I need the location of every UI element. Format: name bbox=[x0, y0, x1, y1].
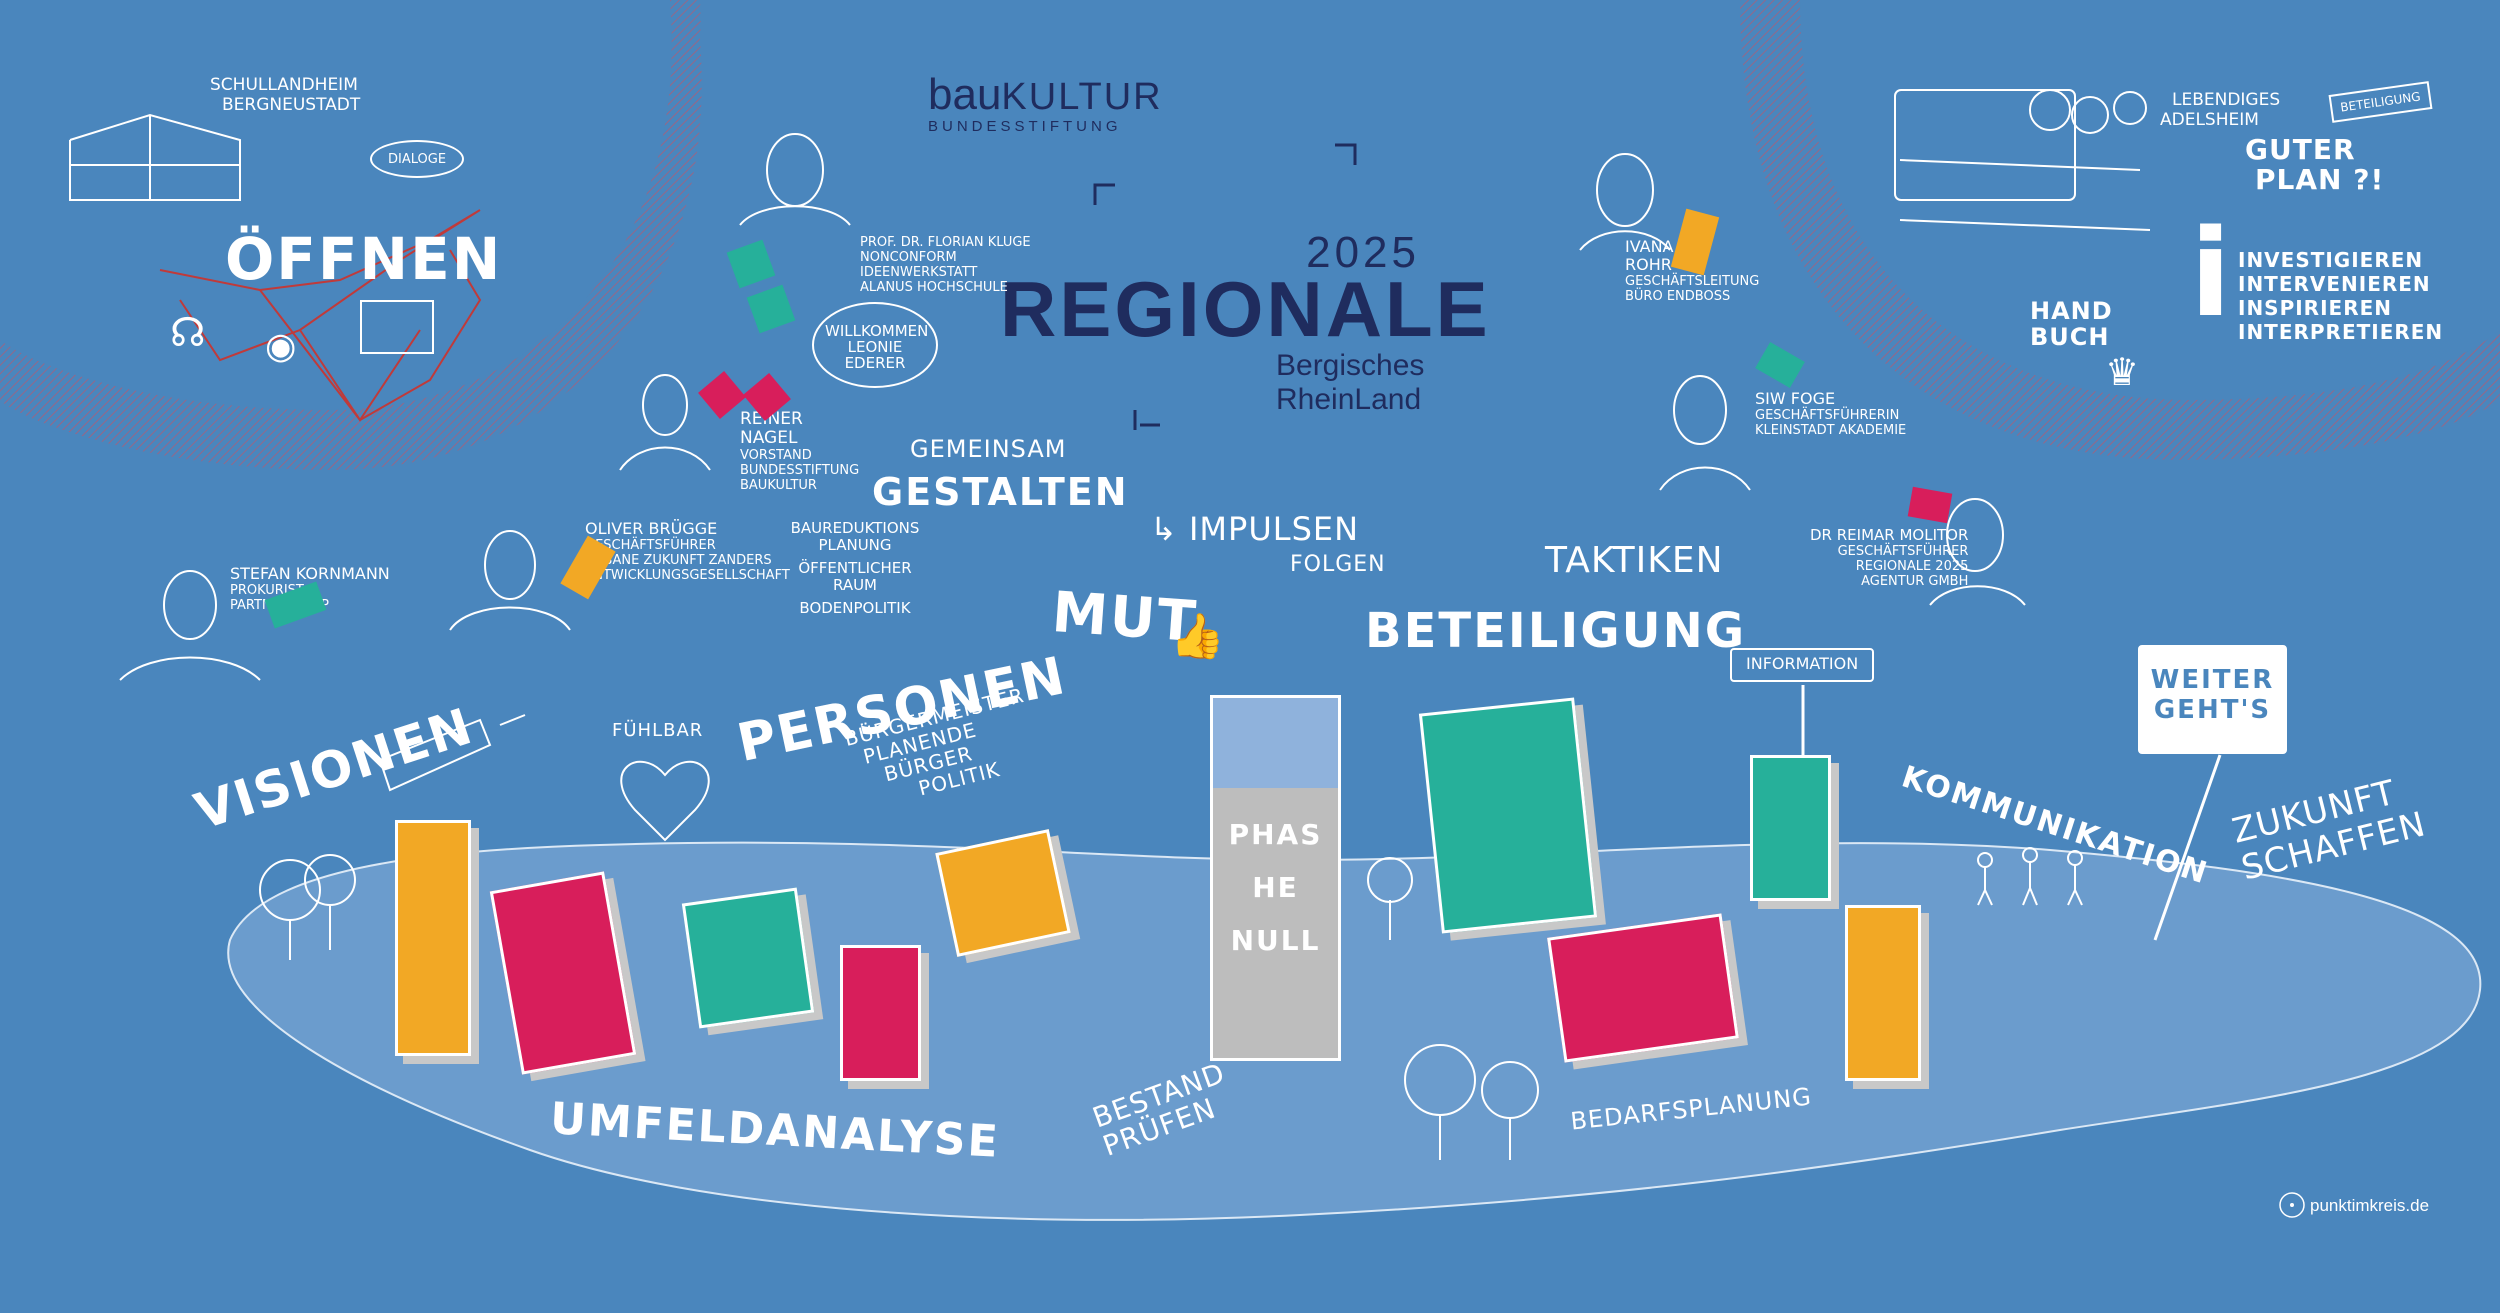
word-gemeinsam: GEMEINSAM bbox=[910, 435, 1067, 463]
thumbs-up-icon: 👍 bbox=[1170, 612, 1225, 661]
punktimkreis-logo bbox=[2279, 1192, 2305, 1218]
information-sign: INFORMATION bbox=[1730, 648, 1875, 682]
speaker-molitor: DR REIMAR MOLITOR GESCHÄFTSFÜHRER REGION… bbox=[1810, 526, 1969, 590]
window-icon bbox=[360, 300, 434, 354]
trees bbox=[259, 854, 1539, 1160]
regionale-title: REGIONALE bbox=[1000, 265, 1491, 353]
tower-top bbox=[1213, 698, 1338, 788]
stick-figures bbox=[1977, 847, 2083, 906]
i-list: INVESTIGIEREN INTERVENIEREN INSPIRIEREN … bbox=[2238, 248, 2444, 344]
letter-block-n bbox=[1418, 697, 1598, 934]
ear-icon: ☊ bbox=[170, 311, 206, 355]
word-gestalten: GESTALTEN bbox=[872, 470, 1129, 514]
credit[interactable]: punktimkreis.de bbox=[2310, 1196, 2430, 1215]
corner-brackets bbox=[1093, 143, 1357, 430]
right-inner-circle bbox=[1800, 0, 2500, 400]
arrow-icon: ↳ bbox=[1150, 510, 1189, 548]
regionale-region-1: Bergisches bbox=[1276, 349, 1425, 382]
letter-block-u bbox=[1547, 913, 1739, 1063]
brand-sub: BUNDESSTIFTUNG bbox=[928, 118, 1122, 135]
word-taktiken: TAKTIKEN bbox=[1545, 540, 1724, 581]
left-inner-circle bbox=[0, 0, 672, 410]
baukultur-logo: bauKULTUR BUNDESSTIFTUNG bbox=[928, 70, 1163, 135]
tower: PHAS HE NULL bbox=[1210, 695, 1341, 1061]
speaker-kluge: PROF. DR. FLORIAN KLUGE NONCONFORM IDEEN… bbox=[860, 235, 1031, 295]
place-schullandheim: SCHULLANDHEIM BERGNEUSTADT bbox=[210, 75, 361, 115]
eye-icon: ◉ bbox=[265, 325, 297, 366]
word-beteiligung: BETEILIGUNG bbox=[1365, 603, 1747, 659]
tower-text-3: NULL bbox=[1230, 924, 1321, 957]
network-lines bbox=[159, 209, 482, 422]
letter-block-p bbox=[395, 820, 471, 1056]
letter-block-l-teal bbox=[1750, 755, 1831, 901]
town-sketch bbox=[1894, 89, 2151, 231]
info-i-icon: i bbox=[2190, 205, 2232, 344]
speaker-bruegge: OLIVER BRÜGGE GESCHÄFTSFÜHRER URBANE ZUK… bbox=[585, 519, 790, 584]
tower-text-2: HE bbox=[1252, 871, 1299, 904]
oeffnen-title: ÖFFNEN bbox=[225, 225, 503, 293]
speaker-rohr: IVANA ROHR GESCHÄFTSLEITUNG BÜRO ENDBOSS bbox=[1625, 237, 1760, 305]
letter-block-a bbox=[681, 887, 815, 1029]
portrait-sketches bbox=[119, 133, 2026, 681]
regionale-logo: 2025 REGIONALE Bergisches RheinLand bbox=[1000, 228, 1520, 417]
building-sketch bbox=[69, 113, 241, 201]
regionale-year: 2025 bbox=[1306, 228, 1420, 277]
regionale-region-2: RheinLand bbox=[1276, 383, 1422, 416]
brand-kultur: KULTUR bbox=[1001, 76, 1163, 118]
speaker-foge: SIW FOGE GESCHÄFTSFÜHRERIN KLEINSTADT AK… bbox=[1755, 389, 1907, 439]
heart-icon bbox=[620, 760, 710, 842]
jester-hat-icon: ♛ bbox=[2105, 352, 2140, 394]
willkommen-text: WILLKOMMEN LEONIE EDERER bbox=[825, 322, 929, 372]
word-baureduktion: BAUREDUKTIONS PLANUNG ÖFFENTLICHER RAUM … bbox=[790, 519, 920, 617]
dialog-bubble: DIALOGE bbox=[370, 140, 465, 178]
sign-post bbox=[2153, 754, 2222, 941]
telescope-icon bbox=[378, 714, 526, 792]
place-adelsheim: LEBENDIGES ADELSHEIM bbox=[2160, 90, 2281, 130]
letter-block-s bbox=[840, 945, 921, 1081]
guter-plan: GUTER PLAN ?! bbox=[2245, 133, 2385, 196]
word-fuehlbar: FÜHLBAR bbox=[612, 720, 704, 741]
letter-block-l-yellow bbox=[1845, 905, 1921, 1081]
tower-text-1: PHAS bbox=[1228, 818, 1323, 851]
speaker-nagel: REINER NAGEL VORSTAND BUNDESSTIFTUNG BAU… bbox=[740, 409, 860, 494]
word-folgen: FOLGEN bbox=[1290, 552, 1386, 577]
weiter-gehts-sign: WEITER GEHT'S bbox=[2138, 645, 2287, 754]
willkommen-bubble bbox=[812, 302, 938, 388]
handbuch: HAND BUCH bbox=[2030, 297, 2113, 351]
word-impulsen: ↳ IMPULSEN bbox=[1150, 510, 1360, 548]
brand-bau: bau bbox=[928, 70, 1002, 119]
